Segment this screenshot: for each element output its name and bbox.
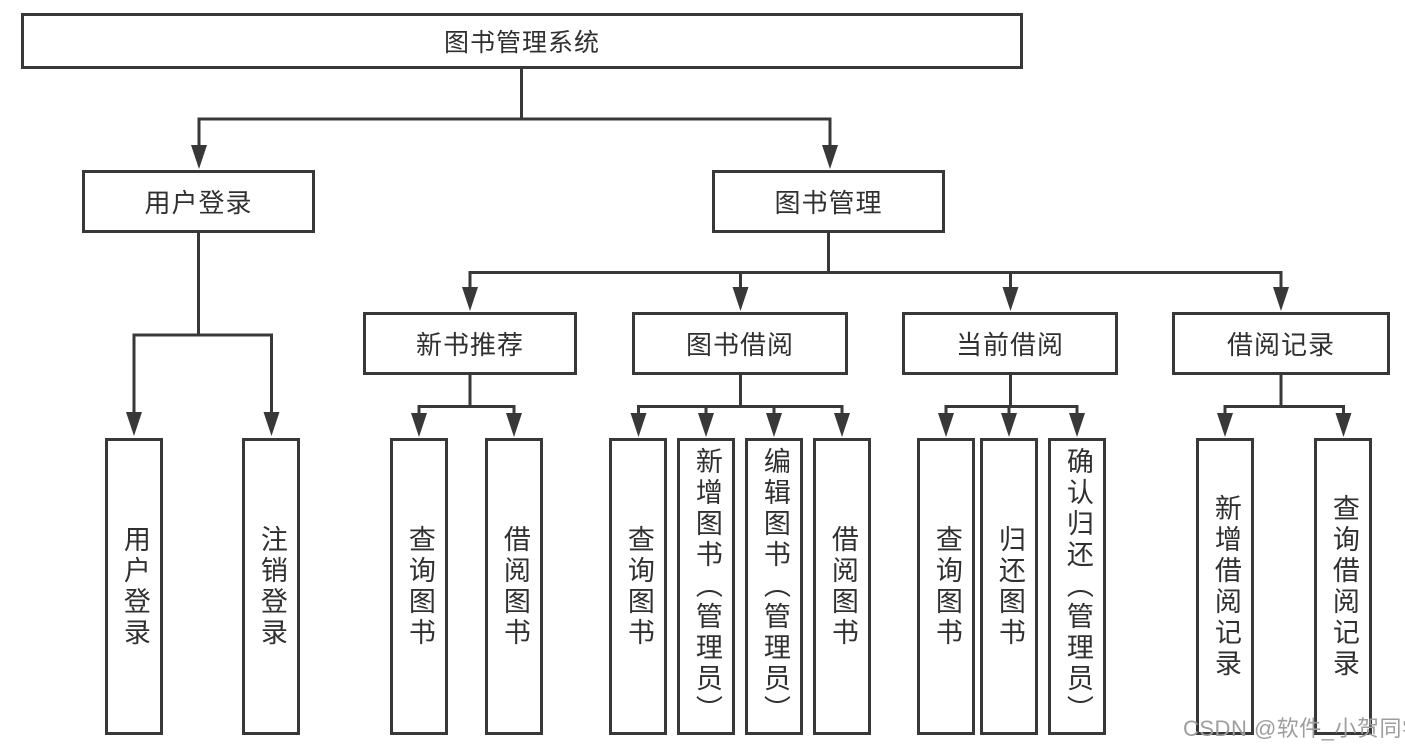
leaf-label: 新增借阅记录 (1210, 493, 1241, 680)
leaf-label: 注销登录 (256, 524, 287, 649)
leaf-label: 确认归还（管理员） (1062, 447, 1093, 726)
node-borrowing-records: 借阅记录 (1172, 312, 1390, 375)
node-book-management: 图书管理 (712, 170, 945, 233)
leaf-borrow-books-borrowing: 借阅图书 (813, 438, 871, 735)
leaf-label: 新增图书（管理员） (691, 447, 722, 726)
node-new-book-recommendation: 新书推荐 (363, 312, 577, 375)
leaf-label: 借阅图书 (499, 524, 530, 649)
leaf-query-books-borrowing: 查询图书 (609, 438, 667, 735)
leaf-logout: 注销登录 (242, 438, 300, 735)
leaf-label: 查询图书 (623, 524, 654, 649)
leaf-label: 用户登录 (119, 524, 150, 649)
leaf-confirm-return-admin: 确认归还（管理员） (1048, 438, 1106, 735)
leaf-return-books: 归还图书 (980, 438, 1038, 735)
leaf-borrow-books-recommendation: 借阅图书 (485, 438, 543, 735)
leaf-query-books-current: 查询图书 (917, 438, 975, 735)
leaf-add-borrowing-record: 新增借阅记录 (1196, 438, 1254, 735)
leaf-user-login: 用户登录 (105, 438, 163, 735)
leaf-label: 编辑图书（管理员） (759, 447, 790, 726)
leaf-add-book-admin: 新增图书（管理员） (677, 438, 735, 735)
leaf-label: 查询借阅记录 (1328, 493, 1359, 680)
leaf-label: 查询图书 (931, 524, 962, 649)
node-book-borrowing: 图书借阅 (632, 312, 848, 375)
node-user-login: 用户登录 (82, 170, 315, 233)
node-current-borrowing: 当前借阅 (902, 312, 1118, 375)
leaf-query-books-recommendation: 查询图书 (390, 438, 448, 735)
leaf-query-borrowing-records: 查询借阅记录 (1314, 438, 1372, 735)
leaf-edit-book-admin: 编辑图书（管理员） (745, 438, 803, 735)
node-library-management-system: 图书管理系统 (21, 13, 1023, 69)
csdn-watermark: CSDN @软件_小贺同学 (1183, 716, 1405, 741)
leaf-label: 归还图书 (994, 524, 1025, 649)
leaf-label: 查询图书 (404, 524, 435, 649)
leaf-label: 借阅图书 (827, 524, 858, 649)
